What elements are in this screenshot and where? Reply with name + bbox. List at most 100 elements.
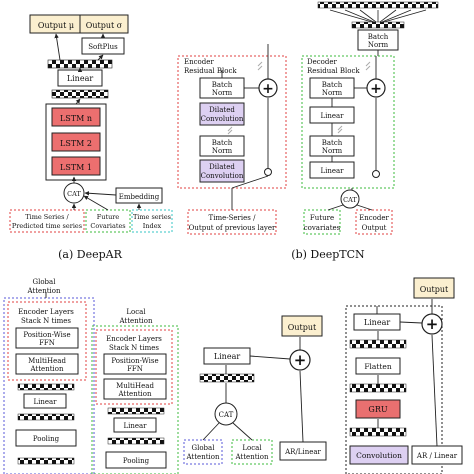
deeptcn-enc-batch1: Batch — [212, 81, 233, 89]
attn-global-input-1: Global — [192, 444, 216, 452]
deepar-lstm-1: LSTM 1 — [60, 163, 92, 172]
deepar-cat: CAT — [67, 190, 81, 198]
deeptcn-decoder-block — [301, 55, 395, 189]
attn-local-mha-box — [103, 378, 167, 400]
attn-output: Output — [288, 323, 317, 332]
deeptcn-in-future-box — [303, 209, 341, 235]
deepar-output-sigma-box — [79, 14, 129, 34]
attn-local-pwffn-box — [103, 353, 167, 375]
deeptcn-enc-split-node — [264, 168, 272, 176]
attn-global-pwffn-2: FFN — [39, 339, 55, 347]
deepar-checker-top — [47, 59, 113, 69]
attn-global-mha-1: MultiHead — [28, 357, 66, 365]
deepar-embedding-box — [115, 187, 163, 204]
deepar-input-idx-1: Time series — [133, 213, 171, 221]
gru-output-box — [413, 277, 455, 299]
deepar-diagram: Output μ Output σ SoftPlus Linear LSTM n… — [9, 14, 173, 261]
attn-local-pooling: Pooling — [123, 457, 150, 465]
attn-local-linear-box — [113, 417, 157, 433]
attn-local-title-2: Attention — [119, 317, 153, 325]
deeptcn-caption: (b) DeepTCN — [291, 248, 365, 261]
deeptcn-dec-wires — [331, 56, 377, 196]
deeptcn-enc-dilated1-box — [199, 102, 245, 126]
deepar-input-cov-2: Covariates — [90, 222, 125, 230]
deeptcn-dec-split-node — [372, 170, 380, 178]
deeptcn-in-encout-2: Output — [362, 224, 387, 232]
deepar-output-mu: Output μ — [38, 21, 74, 30]
gru-flatten-box — [355, 357, 401, 375]
deeptcn-dec-batch1: Batch — [322, 81, 343, 89]
deepar-input-idx-box — [131, 209, 173, 233]
deepar-input-series-box — [9, 209, 85, 233]
gru-checker1 — [349, 339, 407, 349]
attn-global-linear-box — [23, 393, 67, 409]
attn-cat: CAT — [219, 411, 234, 419]
gru-gru: GRU — [368, 405, 387, 414]
deepar-lstm-1-box — [51, 156, 101, 176]
attn-local-input-2: Attention — [235, 453, 269, 461]
attn-linear: Linear — [214, 352, 241, 361]
deeptcn-enc-norm2: Norm — [212, 147, 233, 155]
gru-diagram: Output + Linear Flatten GRU Convolution … — [345, 277, 463, 474]
deepar-output-sigma: Output σ — [86, 21, 123, 30]
attn-global-linear: Linear — [33, 398, 57, 406]
gru-wires — [376, 299, 438, 447]
attn-local-pwffn-1: Position-Wise — [111, 357, 158, 365]
attn-local-enc-layers-2: Stack N times — [109, 344, 159, 352]
deeptcn-enc-conv1: Convolution — [201, 115, 244, 123]
deepar-lstm-n-box — [51, 107, 101, 127]
deepar-caption: (a) DeepAR — [58, 248, 122, 261]
deeptcn-dec-squiggle2-icon — [337, 125, 343, 134]
attn-global-pooling-box — [15, 429, 77, 447]
deeptcn-enc-wires — [221, 44, 269, 200]
deeptcn-cat-node — [340, 189, 360, 209]
attn-global-enc-layers-2: Stack N times — [21, 317, 71, 325]
attn-global-mha-box — [15, 353, 79, 375]
deeptcn-dec-linear1: Linear — [320, 112, 344, 120]
deeptcn-dec-title-1: Decoder — [307, 58, 338, 66]
deeptcn-enc-conv2: Convolution — [201, 172, 244, 180]
deeptcn-dec-squiggle-icon — [365, 61, 371, 71]
gru-ar-linear: AR / Linear — [416, 452, 458, 460]
attn-add-icon: + — [294, 351, 307, 369]
attn-global-pwffn-box — [15, 327, 79, 349]
attn-global-checker3 — [17, 457, 75, 465]
deeptcn-enc-squiggle-icon — [257, 61, 263, 71]
deeptcn-enc-dilated2: Dilated — [209, 163, 235, 171]
attn-output-box — [281, 315, 323, 337]
gru-flatten: Flatten — [364, 362, 392, 371]
deeptcn-dec-add-icon: + — [370, 81, 382, 97]
deepar-input-cov-1: Future — [97, 213, 120, 221]
deeptcn-in-series-1: Time-Series / — [209, 214, 257, 222]
attn-global-title-2: Attention — [27, 287, 61, 295]
gru-convolution: Convolution — [356, 451, 402, 460]
deeptcn-dec-batch2: Batch — [322, 139, 343, 147]
attn-local-title-1: Local — [126, 308, 146, 316]
deepar-embedding: Embedding — [119, 193, 160, 201]
gru-gru-box — [355, 399, 401, 419]
attn-local-pwffn-2: FFN — [127, 365, 143, 373]
attn-local-input-1: Local — [242, 444, 262, 452]
attn-local-linear: Linear — [123, 422, 147, 430]
deeptcn-checker-second — [351, 21, 405, 29]
deeptcn-dec-norm1: Norm — [322, 89, 343, 97]
attn-checker — [199, 373, 255, 383]
deepar-softplus: SoftPlus — [88, 43, 118, 51]
deeptcn-in-encout-box — [355, 209, 393, 235]
deeptcn-in-series-2: Output of previous layer — [189, 224, 276, 232]
deeptcn-enc-title-1: Encoder — [184, 58, 214, 66]
deeptcn-dec-norm2: Norm — [322, 147, 343, 155]
attn-global-mha-2: Attention — [30, 365, 64, 373]
deeptcn-enc-squiggle2-icon — [227, 126, 233, 135]
deepar-input-series-1: Time Series / — [25, 213, 69, 221]
attn-wires — [45, 292, 304, 443]
attn-ar-linear: AR/Linear — [284, 448, 321, 456]
deepar-input-idx-2: Index — [143, 222, 162, 230]
deeptcn-enc-dilated2-box — [199, 159, 245, 183]
deeptcn-in-future-2: covariates — [304, 224, 341, 232]
deeptcn-in-encout-1: Encoder — [359, 214, 389, 222]
attn-local-mha-2: Attention — [118, 390, 152, 398]
deepar-lstm-2: LSTM 2 — [60, 139, 92, 148]
gru-add-icon: + — [426, 315, 439, 333]
attn-local-mha-1: MultiHead — [116, 382, 154, 390]
